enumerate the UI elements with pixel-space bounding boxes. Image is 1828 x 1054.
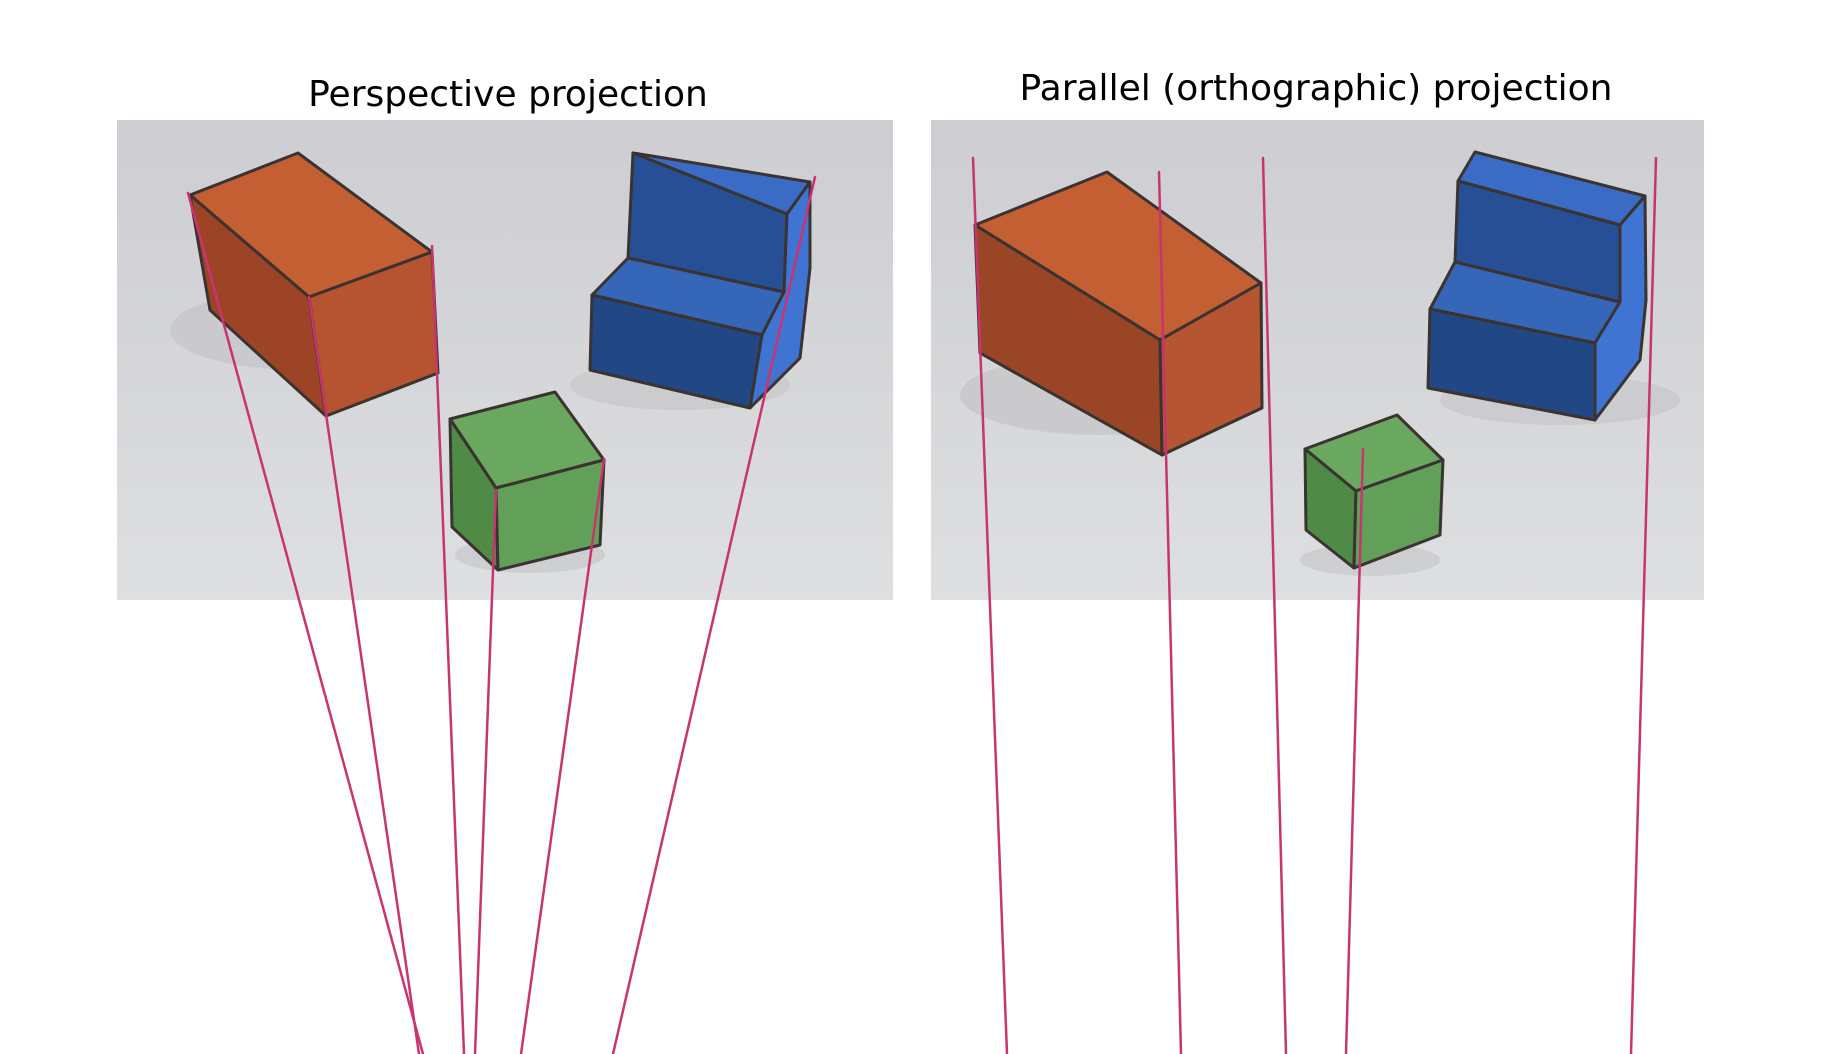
parallel-line-orange-back [971,156,1009,1054]
parallel-panel: Parallel (orthographic) projection [931,68,1704,1054]
blue-step-block [588,151,812,410]
parallel-green-cube [1303,413,1445,570]
parallel-photo [931,120,1704,600]
projector-line-green-right [519,457,606,1054]
projector-line-orange-front [307,295,421,1054]
parallel-line-orange-front [1157,170,1183,1054]
green-cube-front-face [494,458,606,572]
projector-line-blue [611,175,817,1054]
parallel-projector-lines [971,156,1658,1054]
blue-block-right-face [748,180,812,410]
projector-line-orange-back [186,191,425,1054]
projector-line-orange-right [430,244,466,1054]
parallel-line-green [1344,447,1365,1054]
parallel-title: Parallel (orthographic) projection [1020,68,1613,109]
parallel-line-blue [1629,156,1658,1054]
parallel-orange-box [973,170,1264,457]
perspective-projector-lines [186,175,817,1054]
parallel-orange-box-front-face [1158,281,1264,457]
orange-box [188,151,440,418]
parallel-blue-step-block [1426,150,1648,422]
parallel-green-cube-front-face [1352,458,1445,570]
perspective-panel: Perspective projection [117,74,893,1054]
perspective-photo [117,120,893,600]
parallel-blue-block-right-face [1593,194,1648,422]
projector-line-green-left [473,488,498,1054]
green-cube [448,390,606,572]
parallel-line-orange-right [1261,156,1288,1054]
perspective-title: Perspective projection [308,74,708,115]
